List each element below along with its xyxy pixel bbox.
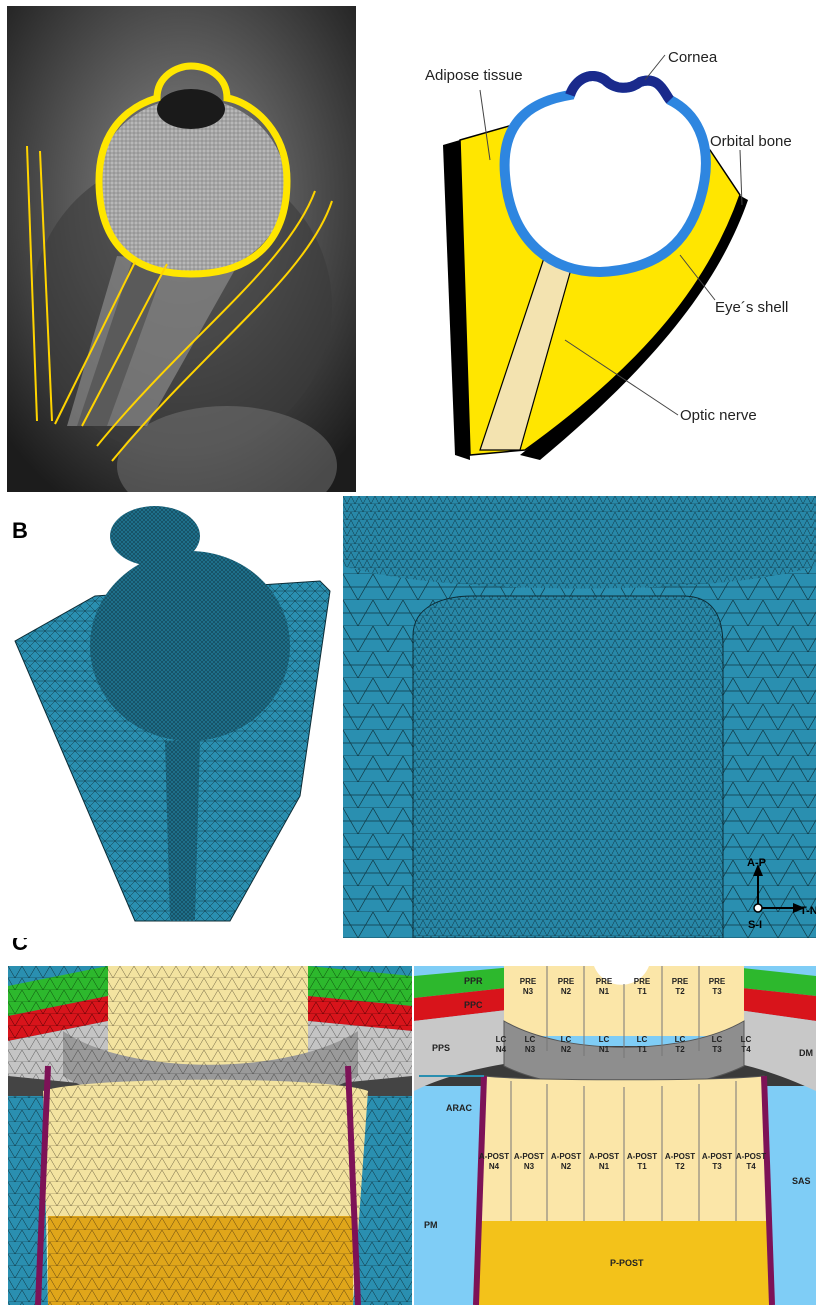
eye-shell-label: Eye´s shell (715, 299, 788, 316)
axis-tn-label: T-N (800, 905, 816, 917)
arac-label: ARAC (446, 1103, 472, 1113)
panel-c-label: C (12, 938, 28, 956)
pps-label: PPS (432, 1043, 450, 1053)
sas-label: SAS (792, 1176, 811, 1186)
ppr-label: PPR (464, 976, 483, 986)
panel-b: B (0, 496, 816, 938)
mri-image (7, 6, 356, 492)
mesh-regions (8, 966, 412, 1305)
optic-nerve-label: Optic nerve (680, 407, 757, 424)
ppost-label: P-POST (610, 1258, 644, 1268)
adipose-tissue-label: Adipose tissue (425, 67, 523, 84)
mesh-overview (0, 496, 340, 938)
pm-label: PM (424, 1220, 438, 1230)
panel-c: C (0, 938, 816, 1305)
eye-schematic: Adipose tissue Cornea Orbital bone Eye´s… (360, 0, 816, 496)
axis-ap-label: A-P (747, 857, 766, 869)
panel-a: A (0, 0, 816, 496)
ppc-label: PPC (464, 1000, 483, 1010)
dm-label: DM (799, 1048, 813, 1058)
cornea-label: Cornea (668, 49, 718, 66)
axis-si-label: S-I (748, 919, 762, 931)
orbital-bone-label: Orbital bone (710, 133, 792, 150)
mesh-detail: A-P T-N S-I (343, 496, 816, 938)
